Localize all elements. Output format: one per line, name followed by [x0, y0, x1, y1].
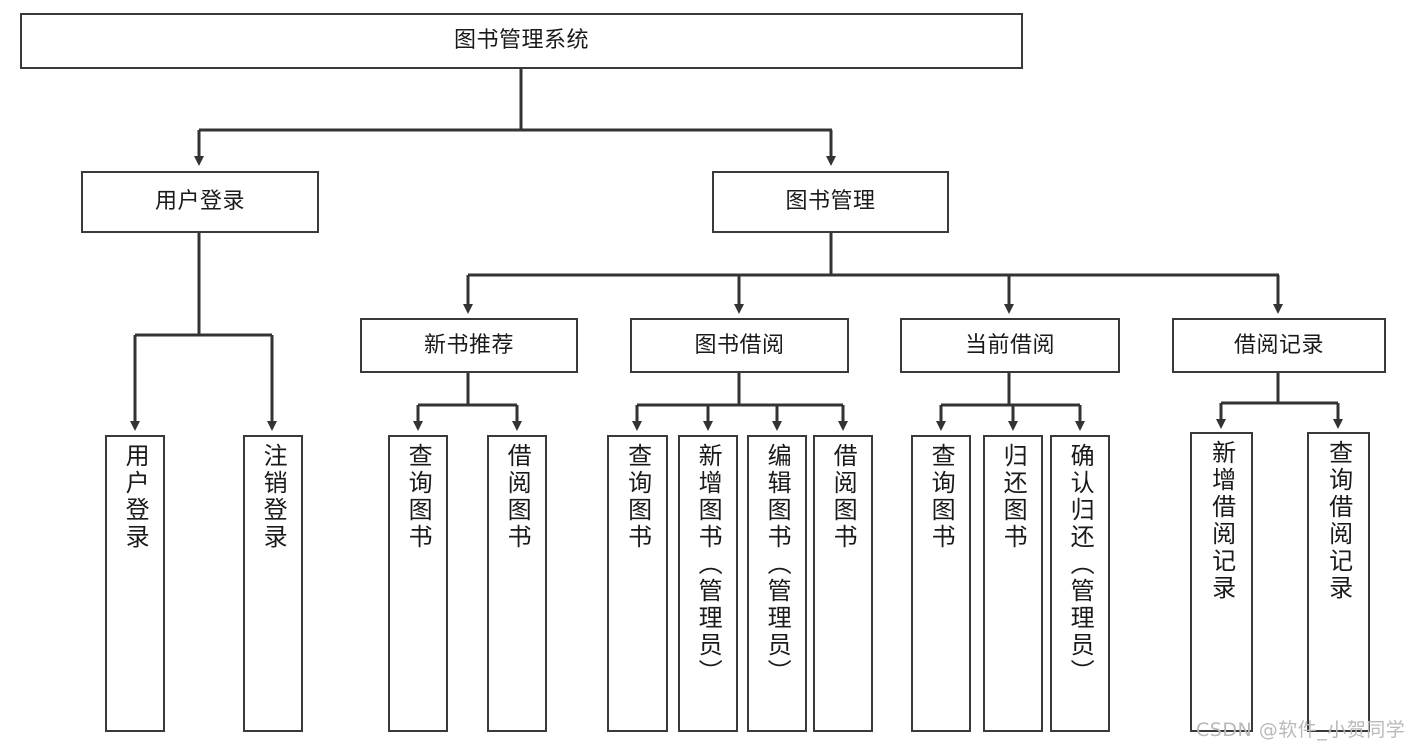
- node-book-management-label: 图书管理: [785, 189, 876, 215]
- node-leaf-query-book-1-label: 查询图书: [404, 443, 433, 551]
- node-leaf-query-book-3-label: 查询图书: [927, 443, 956, 551]
- node-new-book-recommend-label: 新书推荐: [423, 332, 514, 358]
- node-book-borrow[interactable]: 图书借阅: [630, 318, 849, 373]
- node-root-label: 图书管理系统: [453, 28, 589, 54]
- node-leaf-borrow-book-2[interactable]: 借阅图书: [813, 435, 873, 732]
- node-leaf-edit-book-label: 编辑图书（管理员）: [763, 443, 792, 686]
- node-leaf-borrow-book-1[interactable]: 借阅图书: [487, 435, 547, 732]
- node-leaf-user-login[interactable]: 用户登录: [105, 435, 165, 732]
- node-leaf-confirm-return-label: 确认归还（管理员）: [1066, 443, 1095, 686]
- node-leaf-add-book[interactable]: 新增图书（管理员）: [678, 435, 738, 732]
- csdn-watermark: CSDN @软件_小贺同学: [1196, 719, 1405, 741]
- node-book-management[interactable]: 图书管理: [712, 171, 949, 233]
- node-book-borrow-label: 图书借阅: [694, 332, 785, 358]
- node-leaf-query-borrow-record[interactable]: 查询借阅记录: [1307, 432, 1370, 732]
- node-leaf-borrow-book-2-label: 借阅图书: [829, 443, 858, 551]
- node-current-borrow[interactable]: 当前借阅: [900, 318, 1120, 373]
- node-user-login[interactable]: 用户登录: [81, 171, 319, 233]
- node-leaf-query-book-2-label: 查询图书: [623, 443, 652, 551]
- node-leaf-add-borrow-record[interactable]: 新增借阅记录: [1190, 432, 1253, 732]
- node-borrow-records[interactable]: 借阅记录: [1172, 318, 1386, 373]
- node-leaf-add-borrow-record-label: 新增借阅记录: [1207, 440, 1236, 602]
- node-borrow-records-label: 借阅记录: [1233, 332, 1324, 358]
- node-leaf-return-book-label: 归还图书: [999, 443, 1028, 551]
- node-leaf-user-logout[interactable]: 注销登录: [243, 435, 303, 732]
- node-user-login-label: 用户登录: [154, 189, 245, 215]
- node-leaf-user-login-label: 用户登录: [121, 443, 150, 551]
- node-new-book-recommend[interactable]: 新书推荐: [360, 318, 578, 373]
- node-leaf-query-borrow-record-label: 查询借阅记录: [1324, 440, 1353, 602]
- node-leaf-borrow-book-1-label: 借阅图书: [503, 443, 532, 551]
- node-leaf-query-book-1[interactable]: 查询图书: [388, 435, 448, 732]
- node-leaf-user-logout-label: 注销登录: [259, 443, 288, 551]
- node-leaf-query-book-2[interactable]: 查询图书: [607, 435, 668, 732]
- node-current-borrow-label: 当前借阅: [964, 332, 1055, 358]
- node-leaf-edit-book[interactable]: 编辑图书（管理员）: [747, 435, 807, 732]
- node-leaf-return-book[interactable]: 归还图书: [983, 435, 1043, 732]
- node-leaf-add-book-label: 新增图书（管理员）: [694, 443, 723, 686]
- node-leaf-confirm-return[interactable]: 确认归还（管理员）: [1050, 435, 1110, 732]
- node-root[interactable]: 图书管理系统: [20, 13, 1023, 69]
- node-leaf-query-book-3[interactable]: 查询图书: [911, 435, 971, 732]
